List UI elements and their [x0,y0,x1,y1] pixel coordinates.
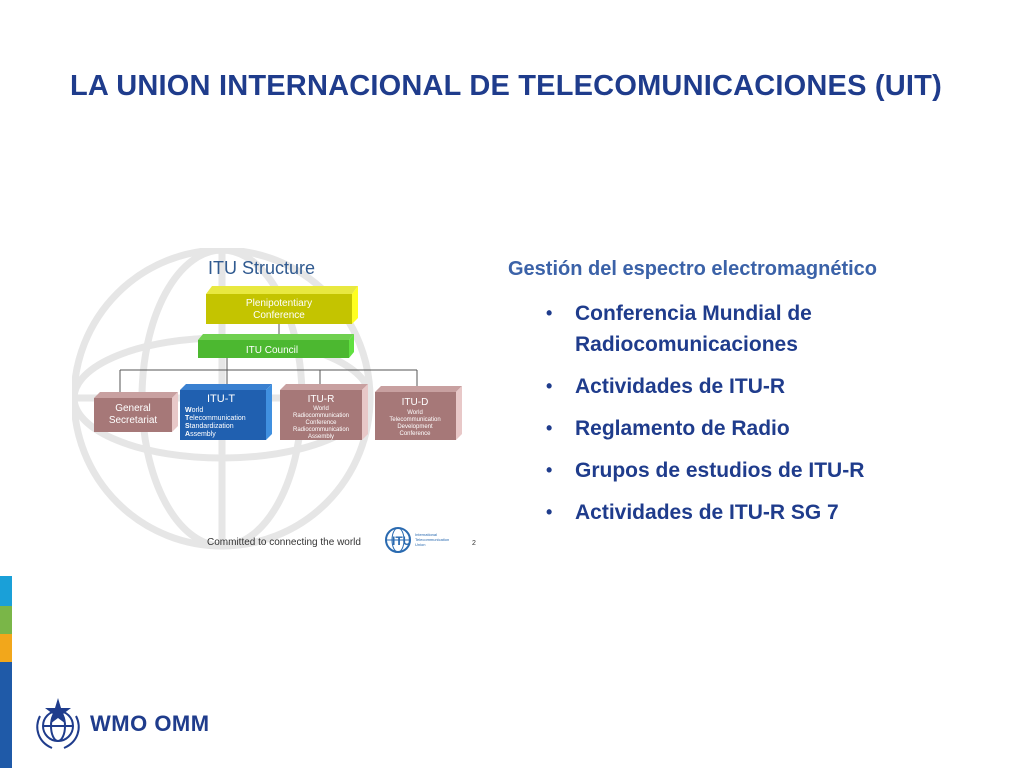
itu-logo-line-3: Union [415,542,425,547]
itu-r-box: ITU-R World Radiocommunication Conferenc… [280,384,368,440]
plenipotentiary-line-1: Plenipotentiary [246,298,312,309]
list-item: •Reglamento de Radio [546,413,966,444]
council-box: ITU Council [198,334,354,358]
itu-t-line-3: Standardization [185,423,234,430]
figure-footer: Committed to connecting the world [207,537,361,548]
council-label: ITU Council [246,345,298,356]
list-item: •Actividades de ITU-R SG 7 [546,497,966,528]
bullet-icon: • [546,376,553,396]
itu-t-box: ITU-T World Telecommunication Standardiz… [180,384,272,440]
itu-r-line-2: Radiocommunication [293,413,349,419]
itu-t-line-2: Telecommunication [185,415,246,422]
itu-d-line-3: Development [397,424,433,430]
general-secretariat-line-2: Secretariat [109,415,158,426]
figure-heading: ITU Structure [208,258,315,278]
itu-d-line-4: Conference [399,431,431,437]
itu-d-label: ITU-D [402,397,429,408]
itu-logo-line-2: Telecommunication [415,537,449,542]
bullet-list: •Conferencia Mundial de Radiocomunicacio… [546,298,966,539]
list-item: •Actividades de ITU-R [546,371,966,402]
bullet-icon: • [546,303,553,323]
itu-t-line-1: World [185,407,203,414]
svg-text:ITU: ITU [392,534,411,548]
stripe-segment-blue [0,576,12,606]
itu-structure-diagram: ITU Structure Plenipotentiary Conference… [72,248,476,553]
itu-r-line-1: World [313,406,329,412]
page-number: 2 [472,540,476,547]
list-item: •Grupos de estudios de ITU-R [546,455,966,486]
itu-logo-icon: ITU [385,527,411,553]
slide-title: LA UNION INTERNACIONAL DE TELECOMUNICACI… [70,70,942,102]
itu-logo-line-1: International [415,532,437,537]
stripe-segment-green [0,606,12,634]
itu-d-line-1: World [407,410,423,416]
list-item: •Conferencia Mundial de Radiocomunicacio… [546,298,966,360]
plenipotentiary-line-2: Conference [253,310,305,321]
general-secretariat-box: General Secretariat [94,392,178,432]
itu-r-line-3: Conference [305,420,337,426]
bullet-icon: • [546,418,553,438]
itu-d-box: ITU-D World Telecommunication Developmen… [375,386,462,440]
itu-t-label: ITU-T [207,393,235,405]
bullet-icon: • [546,502,553,522]
itu-d-line-2: Telecommunication [389,417,440,423]
bullet-icon: • [546,460,553,480]
itu-structure-figure: ITU Structure Plenipotentiary Conference… [72,248,486,560]
itu-r-line-4: Radiocommunication [293,427,349,433]
itu-r-line-5: Assembly [308,434,334,440]
itu-r-label: ITU-R [308,394,335,405]
wmo-logo-icon [36,698,80,749]
content-subtitle: Gestión del espectro electromagnético [508,258,877,280]
stripe-segment-orange [0,634,12,662]
itu-t-line-4: Assembly [185,431,216,438]
plenipotentiary-box: Plenipotentiary Conference [206,286,358,324]
wmo-logo-text: WMO OMM [90,711,210,736]
general-secretariat-line-1: General [115,403,151,414]
stripe-segment-navy [0,662,12,768]
